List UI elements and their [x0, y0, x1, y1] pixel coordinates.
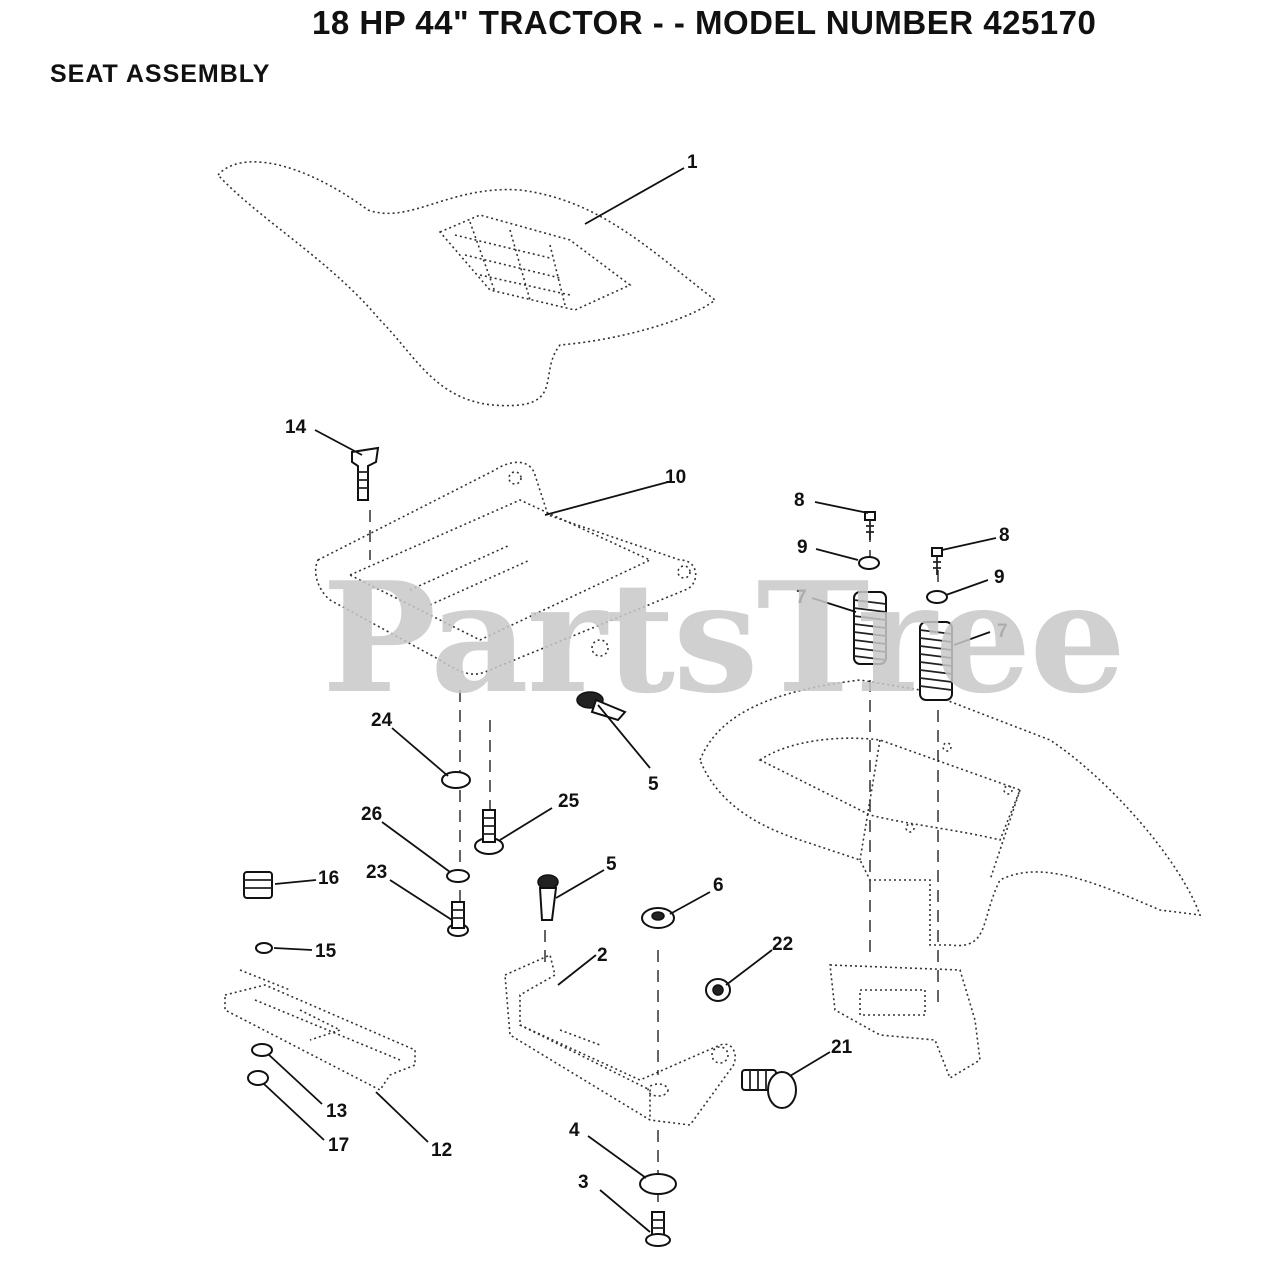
seat-bracket-part-2[interactable] [504, 953, 736, 1126]
callout-7a: 7 [796, 587, 807, 608]
callout-15: 15 [315, 941, 337, 962]
bolt-part-21[interactable] [741, 1069, 797, 1109]
spring-part-7b[interactable] [919, 621, 953, 701]
seat-pan-part-10[interactable] [314, 461, 697, 675]
bolt-part-23[interactable] [447, 901, 469, 937]
bolt-part-3[interactable] [645, 1211, 671, 1247]
callout-22: 22 [772, 934, 793, 955]
callout-5b: 5 [606, 854, 617, 875]
washer-part-9b[interactable] [926, 590, 948, 604]
washer-part-9a[interactable] [858, 556, 880, 570]
callout-13: 13 [326, 1101, 347, 1122]
callout-21: 21 [831, 1037, 853, 1058]
callout-12: 12 [431, 1140, 452, 1161]
seat-slide-part-12[interactable] [224, 969, 416, 1092]
nut-part-22[interactable] [705, 978, 731, 1002]
page-title: 18 HP 44" TRACTOR - - MODEL NUMBER 42517… [312, 4, 1097, 41]
washer-part-26[interactable] [446, 869, 470, 883]
bolt-part-14[interactable] [351, 446, 380, 501]
callout-2: 2 [597, 945, 608, 966]
washer-part-17[interactable] [247, 1070, 269, 1086]
callout-24: 24 [371, 710, 393, 731]
knob-part-5b[interactable] [537, 874, 559, 921]
nut-part-13[interactable] [251, 1043, 273, 1057]
tractor-frame [699, 679, 1202, 1080]
leader-lines [263, 167, 997, 1233]
callout-8b: 8 [999, 525, 1010, 546]
spring-part-7a[interactable] [853, 591, 887, 665]
nut-part-15[interactable] [255, 942, 273, 954]
bolt-part-25[interactable] [474, 809, 504, 855]
center-lines [369, 510, 939, 1210]
callout-14: 14 [285, 417, 307, 438]
callout-8a: 8 [794, 490, 805, 511]
callout-5a: 5 [648, 774, 659, 795]
screw-part-8b[interactable] [931, 547, 943, 575]
callout-6: 6 [713, 875, 724, 896]
callout-3: 3 [578, 1172, 589, 1193]
callout-16: 16 [318, 868, 339, 889]
callout-26: 26 [361, 804, 382, 825]
callout-25: 25 [558, 791, 580, 812]
callout-9a: 9 [797, 537, 808, 558]
seat-part-1[interactable] [216, 161, 717, 407]
callout-17: 17 [328, 1135, 349, 1156]
section-title: SEAT ASSEMBLY [50, 60, 271, 88]
callout-4: 4 [569, 1120, 580, 1141]
screw-part-8a[interactable] [864, 511, 876, 540]
callout-7b: 7 [997, 621, 1008, 642]
nut-part-6[interactable] [641, 907, 675, 929]
spacer-part-16[interactable] [243, 871, 273, 899]
knob-part-5a[interactable] [576, 691, 627, 722]
callout-10: 10 [665, 467, 686, 488]
washer-part-4[interactable] [639, 1173, 677, 1195]
callout-1: 1 [687, 152, 698, 173]
callout-23: 23 [366, 862, 387, 883]
washer-part-24[interactable] [441, 771, 471, 789]
callout-9b: 9 [994, 567, 1005, 588]
